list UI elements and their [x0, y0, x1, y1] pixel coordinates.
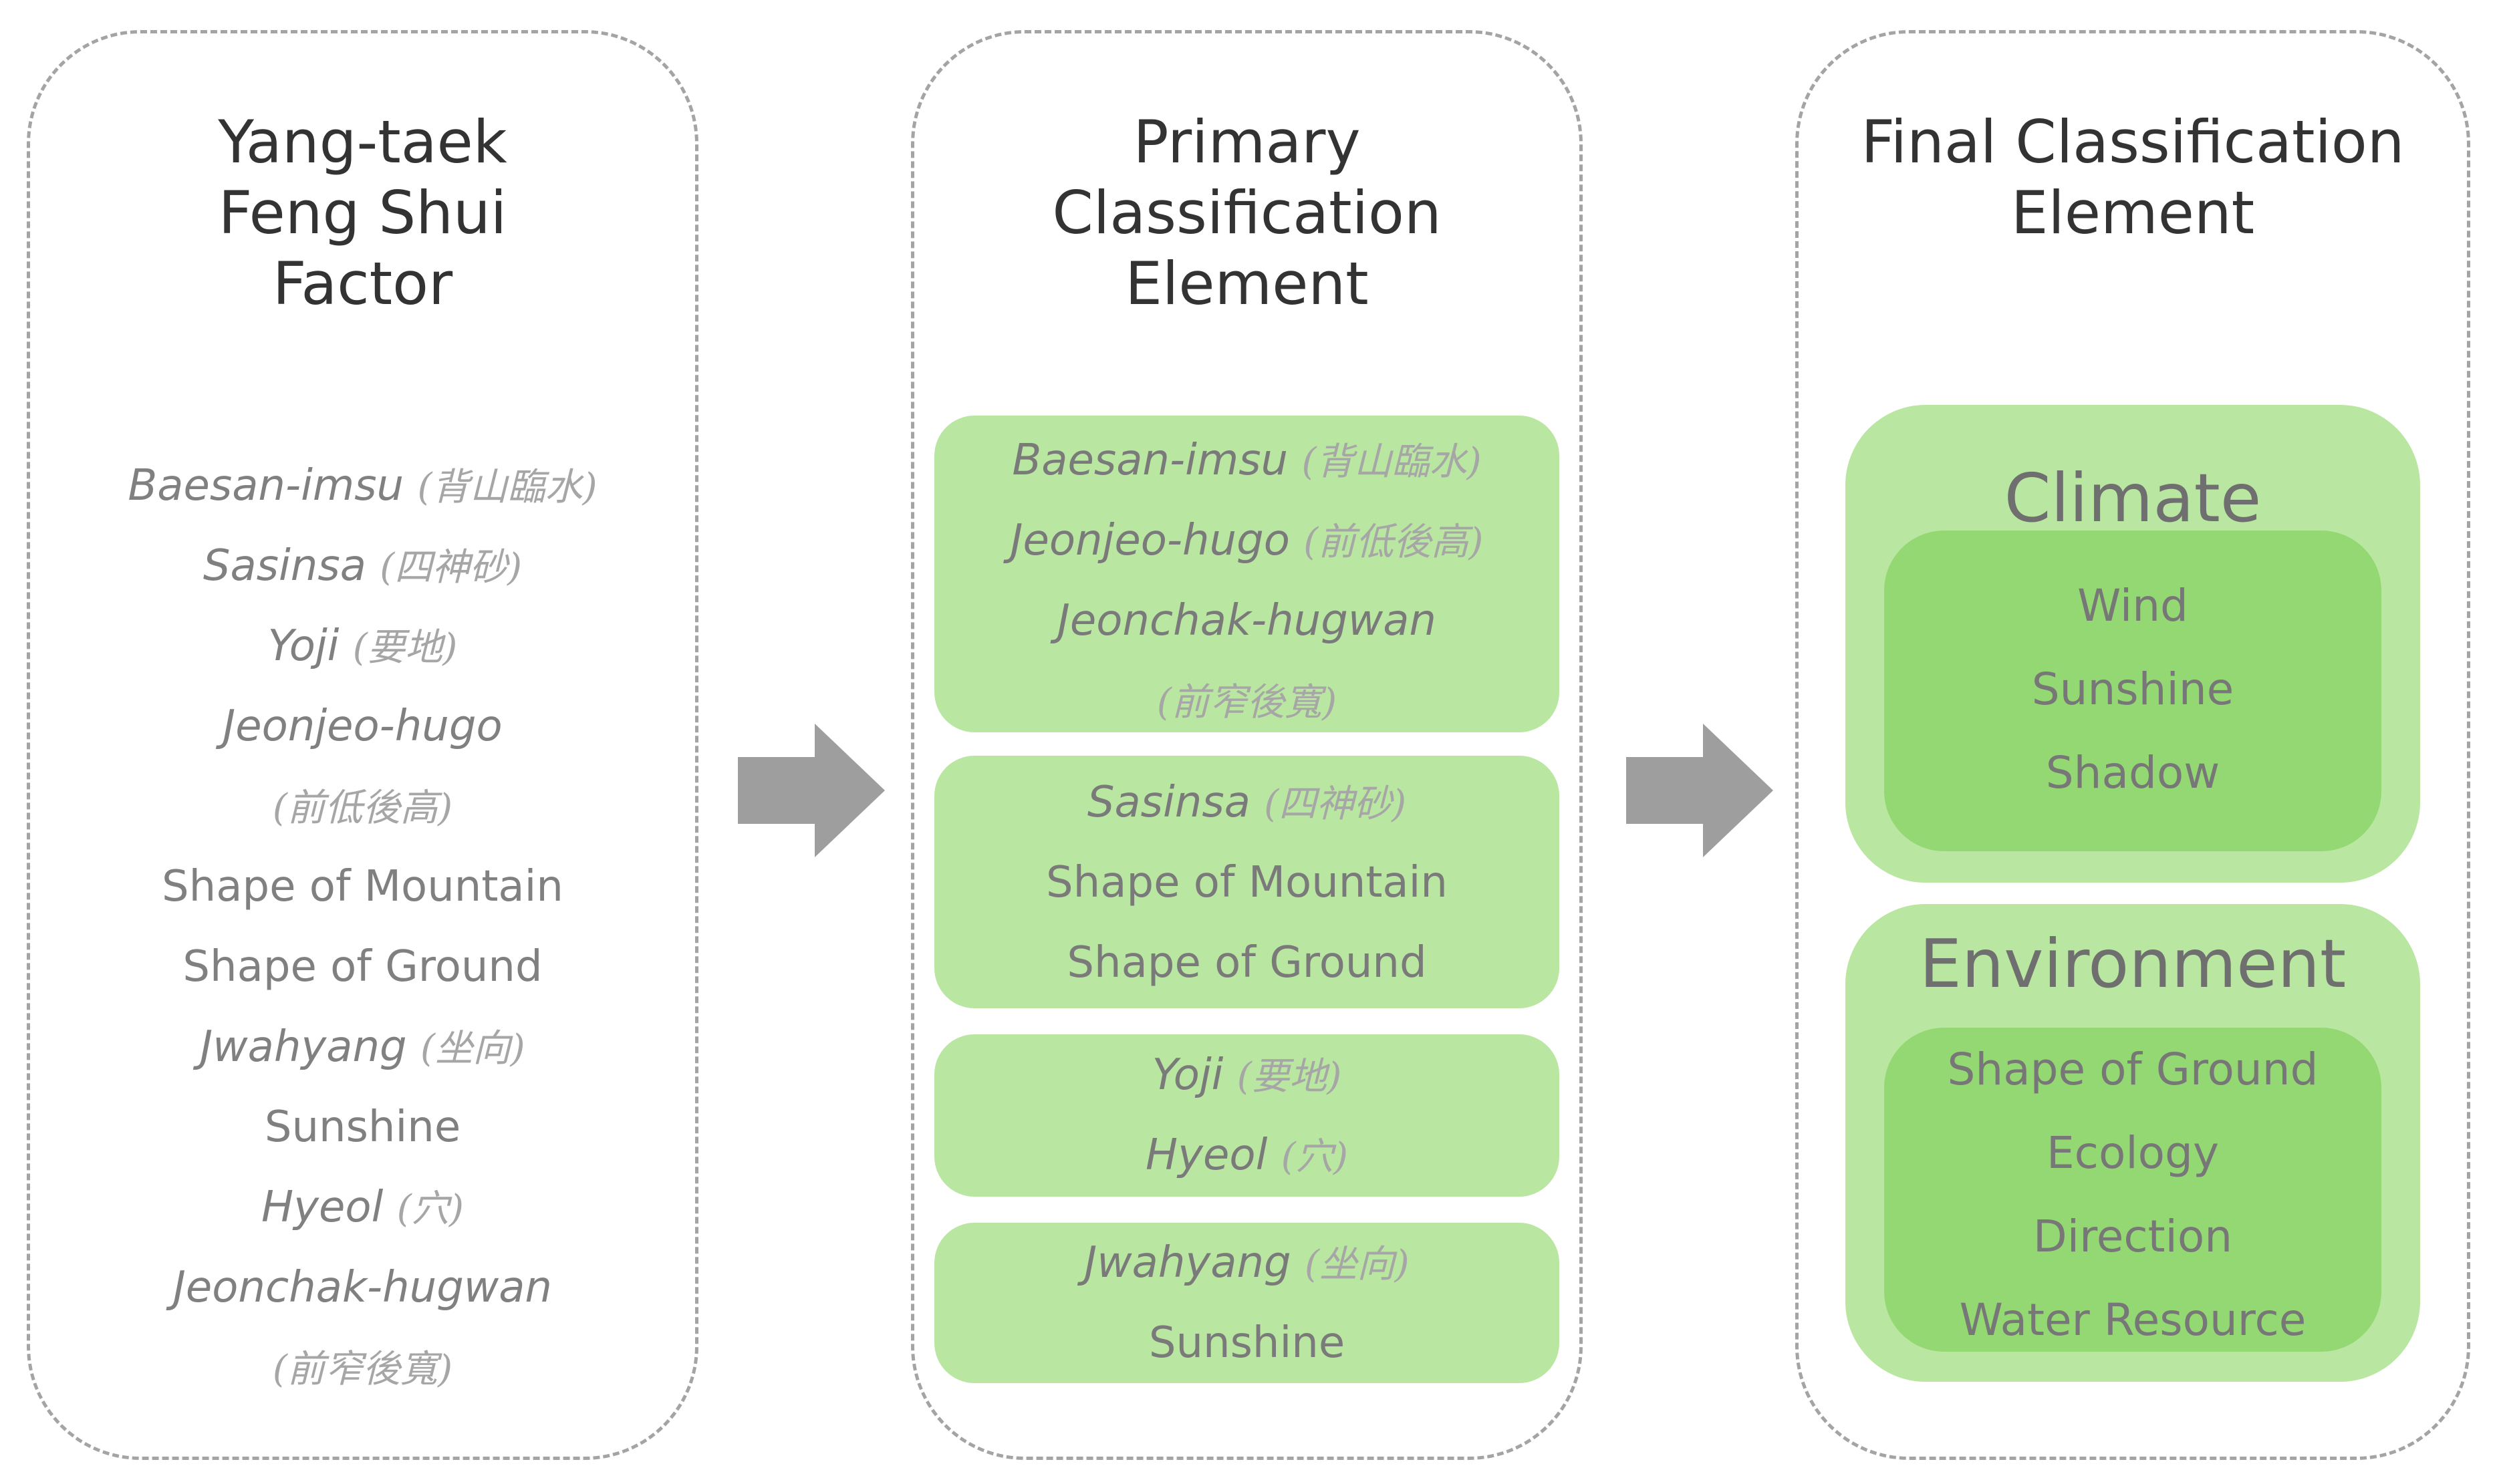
factor-item-hanja: (四神砂) [380, 546, 523, 589]
primary-group-line: Sunshine [934, 1303, 1559, 1383]
factor-item-text: Sunshine [264, 1102, 461, 1152]
primary-line-hanja: (前窄後寬) [1156, 681, 1337, 724]
primary-group-line: Jeonchak-hugwan [934, 581, 1559, 661]
factor-item-hanja: (前窄後寬) [272, 1348, 453, 1391]
primary-line-latin: Baesan-imsu [1012, 436, 1289, 485]
primary-line-hanja: (四神砂) [1264, 782, 1407, 826]
factor-item-latin: Baesan-imsu [128, 461, 404, 510]
factor-item: Sasinsa (四神砂) [30, 526, 695, 606]
factor-item-text: Shape of Ground [182, 942, 543, 992]
factor-item-latin: Hyeol [261, 1183, 384, 1232]
factor-item: Yoji (要地) [30, 606, 695, 686]
factor-item: Sunshine [30, 1087, 695, 1167]
right-arrow-icon [738, 724, 885, 857]
factor-item: Jeonjeo-hugo [30, 686, 695, 766]
primary-line-text: Sunshine [1148, 1318, 1345, 1368]
factor-item-hanja: (要地) [352, 626, 458, 670]
factor-item-latin: Jeonjeo-hugo [223, 702, 503, 751]
primary-group-line: Yoji (要地) [934, 1035, 1559, 1115]
factor-item: Shape of Mountain [30, 847, 695, 927]
primary-line-latin: Jeonjeo-hugo [1010, 516, 1290, 565]
factor-item: Hyeol (穴) [30, 1167, 695, 1247]
environment-item: Ecology [2046, 1127, 2220, 1179]
primary-line-hanja: (背山臨水) [1301, 440, 1482, 484]
factor-item-latin: Jeonchak-hugwan [173, 1263, 552, 1312]
primary-line-latin: Sasinsa [1087, 778, 1251, 827]
primary-panel-title: Primary Classification Element [1052, 108, 1442, 318]
primary-line-latin: Hyeol [1146, 1131, 1268, 1180]
climate-title: Climate [2004, 459, 2262, 537]
primary-group-line: Sasinsa (四神砂) [934, 762, 1559, 843]
environment-item: Direction [2032, 1211, 2233, 1262]
right-arrow-icon [1626, 724, 1773, 857]
primary-group-line: Shape of Ground [934, 923, 1559, 1003]
environment-item: Water Resource [1959, 1294, 2307, 1346]
primary-group-line: Baesan-imsu (背山臨水) [934, 420, 1559, 500]
factor-item: Jwahyang (坐向) [30, 1007, 695, 1087]
climate-item: Shadow [2045, 747, 2220, 798]
factor-item-latin: Sasinsa [203, 541, 366, 591]
primary-line-latin: Jeonchak-hugwan [1057, 596, 1436, 645]
factor-panel: Yang-taek Feng Shui Factor Baesan-imsu (… [27, 30, 698, 1460]
primary-line-text: Shape of Ground [1067, 938, 1427, 988]
factor-item: Jeonchak-hugwan [30, 1247, 695, 1328]
primary-group-4: Jwahyang (坐向) Sunshine [934, 1223, 1559, 1383]
factor-list: Baesan-imsu (背山臨水)Sasinsa (四神砂)Yoji (要地)… [30, 446, 695, 1408]
primary-group-line: Hyeol (穴) [934, 1115, 1559, 1195]
final-panel-title: Final Classification Element [1861, 108, 2405, 247]
climate-item: Wind [2077, 580, 2188, 631]
factor-item: Baesan-imsu (背山臨水) [30, 446, 695, 526]
primary-group-1: Baesan-imsu (背山臨水)Jeonjeo-hugo (前低後高)Jeo… [934, 416, 1559, 732]
primary-group-line: Jwahyang (坐向) [934, 1223, 1559, 1303]
final-classification-panel: Final Classification Element Climate Win… [1795, 30, 2470, 1460]
factor-item-latin: Yoji [267, 621, 340, 671]
climate-item: Sunshine [2031, 663, 2234, 715]
primary-line-latin: Jwahyang [1084, 1238, 1291, 1288]
primary-group-line: Jeonjeo-hugo (前低後高) [934, 500, 1559, 581]
primary-group-line: (前窄後寬) [934, 661, 1559, 741]
primary-line-hanja: (坐向) [1305, 1243, 1410, 1286]
factor-item-hanja: (坐向) [420, 1027, 525, 1070]
environment-item: Shape of Ground [1947, 1044, 2319, 1095]
primary-line-latin: Yoji [1152, 1050, 1224, 1100]
factor-item: (前低後高) [30, 766, 695, 847]
factor-item-hanja: (前低後高) [272, 786, 453, 830]
primary-line-hanja: (要地) [1236, 1055, 1342, 1098]
environment-title: Environment [1919, 925, 2347, 1003]
factor-item-text: Shape of Mountain [162, 862, 563, 911]
factor-item: (前窄後寬) [30, 1328, 695, 1408]
factor-item-hanja: (背山臨水) [417, 466, 598, 509]
primary-group-3: Yoji (要地)Hyeol (穴) [934, 1034, 1559, 1197]
primary-group-line: Shape of Mountain [934, 843, 1559, 923]
primary-line-text: Shape of Mountain [1046, 858, 1448, 907]
primary-line-hanja: (穴) [1281, 1135, 1348, 1179]
primary-classification-panel: Primary Classification Element Baesan-im… [911, 30, 1583, 1460]
factor-item-latin: Jwahyang [200, 1022, 407, 1072]
primary-line-hanja: (前低後高) [1303, 521, 1484, 564]
factor-item: Shape of Ground [30, 927, 695, 1007]
factor-panel-title: Yang-taek Feng Shui Factor [218, 108, 507, 318]
factor-item-hanja: (穴) [396, 1187, 464, 1231]
